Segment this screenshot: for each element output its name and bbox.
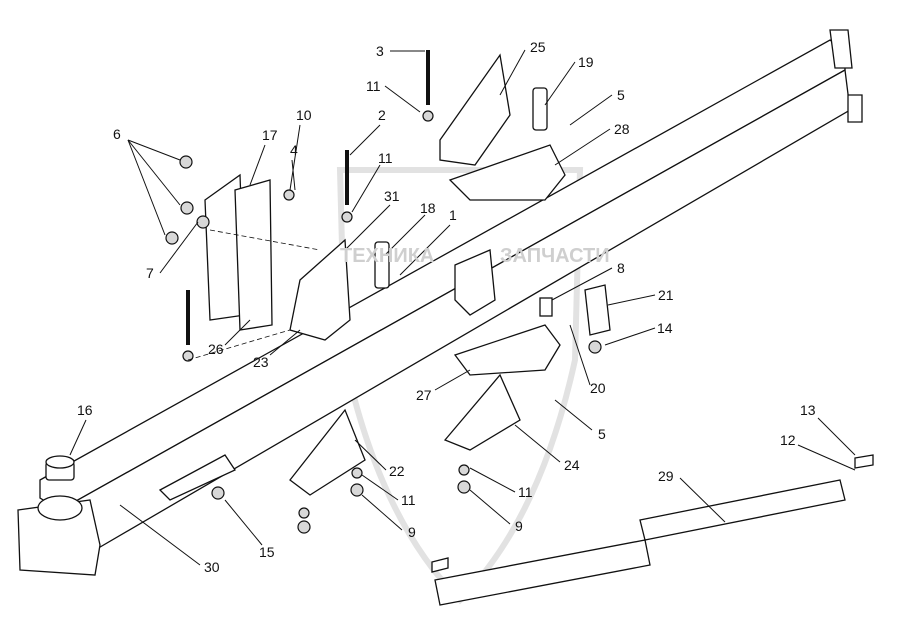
callout-6: 6 [113,126,121,142]
callout-25: 25 [530,39,546,55]
callout-11: 11 [518,484,533,500]
callout-15: 15 [259,544,275,560]
callout-5: 5 [617,87,625,103]
callout-20: 20 [590,380,606,396]
callout-17: 17 [262,127,278,143]
callout-30: 30 [204,559,220,575]
plates [158,53,874,606]
callout-21: 21 [658,287,674,303]
callout-31: 31 [384,188,400,204]
callout-5: 5 [598,426,606,442]
callout-8: 8 [617,260,625,276]
leader-lines [69,49,856,566]
callout-11: 11 [378,150,393,166]
callout-11: 11 [401,492,416,508]
callout-19: 19 [578,54,594,70]
callout-29: 29 [658,468,674,484]
callout-9: 9 [408,524,416,540]
callout-18: 18 [420,200,436,216]
callout-26: 26 [208,341,224,357]
callout-27: 27 [416,387,432,403]
callout-labels: 3 25 19 11 5 28 10 2 17 4 11 6 31 18 1 7… [77,39,816,575]
callout-9: 9 [515,518,523,534]
callout-23: 23 [253,354,269,370]
callout-2: 2 [378,107,386,123]
callout-28: 28 [614,121,630,137]
main-beam [17,29,863,576]
watermark-text-left: ТЕХНИКА [340,245,434,267]
callout-1: 1 [449,207,457,223]
callout-16: 16 [77,402,93,418]
watermark-text-right: ЗАПЧАСТИ [500,245,610,267]
callout-11: 11 [366,78,381,94]
callout-12: 12 [780,432,796,448]
callout-3: 3 [376,43,384,59]
callout-14: 14 [657,320,673,336]
callout-24: 24 [564,457,580,473]
callout-7: 7 [146,265,154,281]
callout-13: 13 [800,402,816,418]
fasteners [165,50,602,534]
callout-22: 22 [389,463,405,479]
callout-10: 10 [296,107,312,123]
watermark-logo: ТЕХНИКА ЗАПЧАСТИ [340,245,610,267]
callout-4: 4 [290,142,298,158]
